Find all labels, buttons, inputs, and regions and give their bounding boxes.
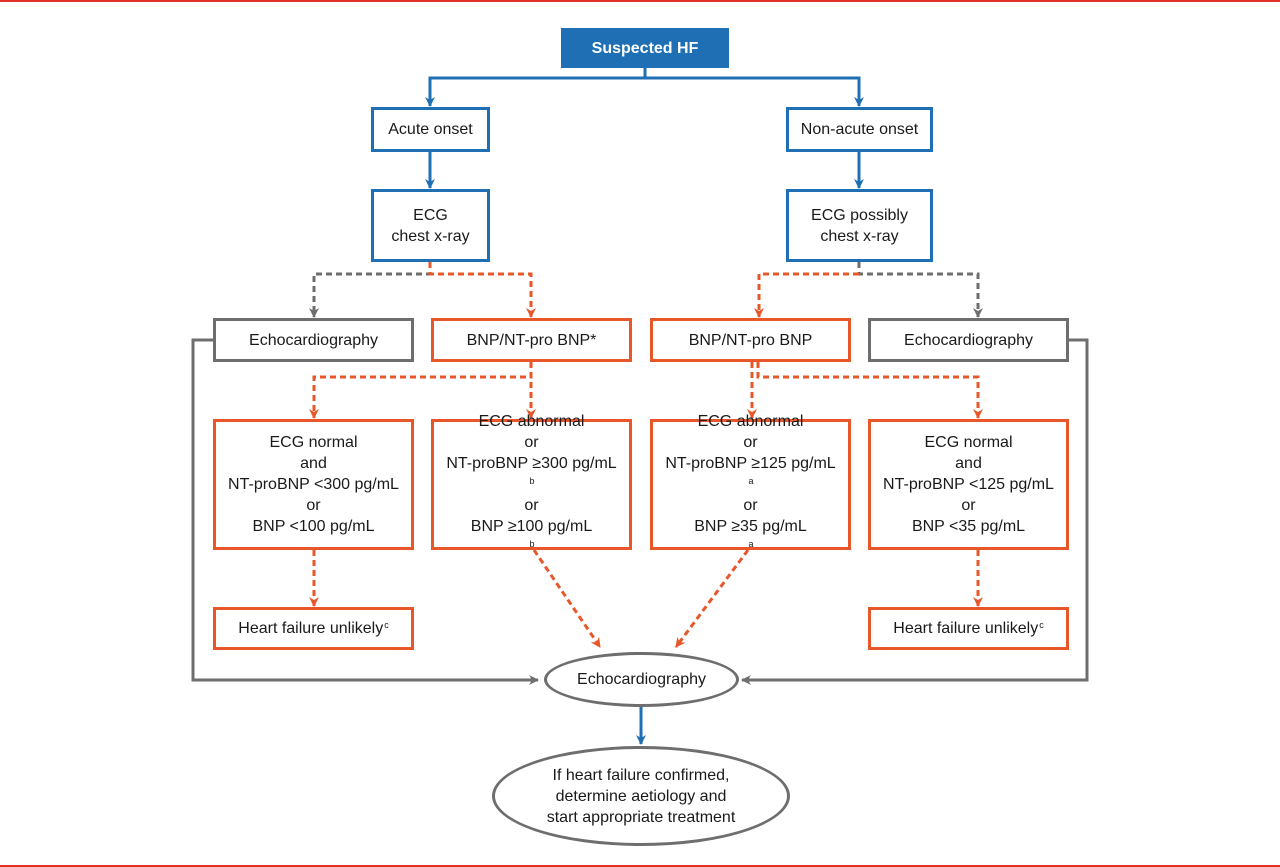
nonacute-bnp-box: BNP/NT-pro BNP [650, 318, 851, 362]
nonacute-echocardiography-label: Echocardiography [904, 331, 1033, 349]
nonacute-normal-line-1: ECG normal [924, 434, 1013, 451]
acute-abnormal-bnp: BNP ≥100 pg/mL [470, 518, 593, 535]
nonacute-normal-line-4: or [961, 497, 976, 514]
acute-bnp-label: BNP/NT-pro BNP* [466, 331, 597, 349]
arrow-nonacute-bnp-to-normal [756, 362, 983, 419]
nonacute-normal-line-5: BNP <35 pg/mL [911, 518, 1026, 535]
top-border-line [0, 0, 1280, 2]
acute-normal-line-1: ECG normal [269, 434, 358, 451]
nonacute-abnormal-ntprobnp: NT-proBNP ≥125 pg/mL [665, 455, 836, 472]
arrow-nonacute-abnormal-to-echo [674, 549, 750, 648]
acute-bnp-box: BNP/NT-pro BNP* [431, 318, 632, 362]
acute-abnormal-ntprobnp: NT-proBNP ≥300 pg/mL [446, 455, 617, 472]
nonacute-bnp-label: BNP/NT-pro BNP [688, 331, 813, 349]
arrow-nonacute-tests-to-bnp [754, 272, 859, 318]
arrow-start-to-acute [425, 68, 647, 107]
final-outcome-oval: If heart failure confirmed, determine ae… [492, 746, 790, 846]
acute-hf-unlikely-box: Heart failure unlikelyc [213, 607, 414, 650]
final-outcome-line-1: If heart failure confirmed, [552, 766, 730, 784]
footnote-marker: b [529, 539, 535, 549]
nonacute-tests-box: ECG possibly chest x-ray [786, 189, 933, 262]
suspected-hf-label: Suspected HF [591, 39, 699, 57]
nonacute-onset-box: Non-acute onset [786, 107, 933, 152]
acute-onset-box: Acute onset [371, 107, 490, 152]
arrow-acute-tests-to-echo [309, 262, 432, 318]
acute-tests-box: ECG chest x-ray [371, 189, 490, 262]
nonacute-abnormal-line-1: ECG abnormal [697, 413, 804, 430]
acute-echocardiography-box: Echocardiography [213, 318, 414, 362]
nonacute-tests-line-2: chest x-ray [820, 227, 899, 245]
echocardiography-oval: Echocardiography [544, 652, 739, 707]
acute-normal-line-3: NT-proBNP <300 pg/mL [228, 476, 399, 493]
echocardiography-oval-label: Echocardiography [577, 671, 706, 688]
nonacute-abnormal-line-4: or [743, 497, 758, 514]
nonacute-abnormal-line-2: or [743, 434, 758, 451]
acute-normal-line-4: or [306, 497, 321, 514]
arrow-nonacute-tests-to-echo [857, 262, 983, 318]
acute-abnormal-line-2: or [524, 434, 539, 451]
nonacute-hf-unlikely-label: Heart failure unlikelyc [893, 618, 1043, 639]
nonacute-abnormal-line-3: NT-proBNP ≥125 pg/mL a [665, 453, 835, 495]
acute-hf-unlikely-text: Heart failure unlikely [238, 620, 384, 637]
footnote-marker: a [748, 539, 754, 549]
footnote-marker: c [1039, 620, 1044, 630]
acute-abnormal-line-5: BNP ≥100 pg/mL b [471, 516, 592, 558]
acute-normal-line-5: BNP <100 pg/mL [252, 518, 375, 535]
nonacute-hf-unlikely-box: Heart failure unlikelyc [868, 607, 1069, 650]
final-outcome-line-3: start appropriate treatment [546, 808, 736, 826]
acute-onset-label: Acute onset [388, 121, 473, 138]
nonacute-abnormal-box: ECG abnormal or NT-proBNP ≥125 pg/mL a or… [650, 413, 851, 550]
final-outcome-line-2: determine aetiology and [555, 787, 727, 805]
arrow-acute-echo-to-center [191, 338, 539, 685]
nonacute-normal-box: ECG normal and NT-proBNP <125 pg/mL or B… [868, 419, 1069, 550]
acute-normal-line-2: and [300, 455, 327, 472]
arrow-acute-tests-to-bnp [428, 262, 536, 318]
acute-hf-unlikely-label: Heart failure unlikelyc [238, 618, 388, 639]
footnote-marker: b [529, 476, 535, 486]
acute-tests-line-1: ECG [413, 206, 448, 224]
nonacute-hf-unlikely-text: Heart failure unlikely [893, 620, 1039, 637]
acute-tests-line-2: chest x-ray [391, 227, 470, 245]
arrow-acute-abnormal-to-echo [532, 549, 602, 648]
arrow-start-to-nonacute [645, 76, 864, 107]
suspected-hf-box: Suspected HF [561, 28, 729, 68]
acute-abnormal-box: ECG abnormal or NT-proBNP ≥300 pg/mL b or… [431, 413, 632, 550]
nonacute-abnormal-bnp: BNP ≥35 pg/mL [694, 518, 807, 535]
acute-normal-box: ECG normal and NT-proBNP <300 pg/mL or B… [213, 419, 414, 550]
arrow-acute-bnp-to-normal [309, 362, 533, 419]
acute-abnormal-line-1: ECG abnormal [478, 413, 585, 430]
nonacute-onset-label: Non-acute onset [800, 121, 919, 138]
arrow-nonacute-echo-to-center [741, 338, 1089, 685]
nonacute-normal-line-3: NT-proBNP <125 pg/mL [883, 476, 1054, 493]
acute-echocardiography-label: Echocardiography [249, 331, 378, 349]
nonacute-tests-line-1: ECG possibly [811, 206, 908, 224]
nonacute-normal-line-2: and [955, 455, 982, 472]
nonacute-abnormal-line-5: BNP ≥35 pg/mL a [694, 516, 807, 558]
bottom-border-line [0, 865, 1280, 867]
footnote-marker: a [748, 476, 754, 486]
nonacute-echocardiography-box: Echocardiography [868, 318, 1069, 362]
acute-abnormal-line-4: or [524, 497, 539, 514]
acute-abnormal-line-3: NT-proBNP ≥300 pg/mL b [446, 453, 616, 495]
footnote-marker: c [384, 620, 389, 630]
